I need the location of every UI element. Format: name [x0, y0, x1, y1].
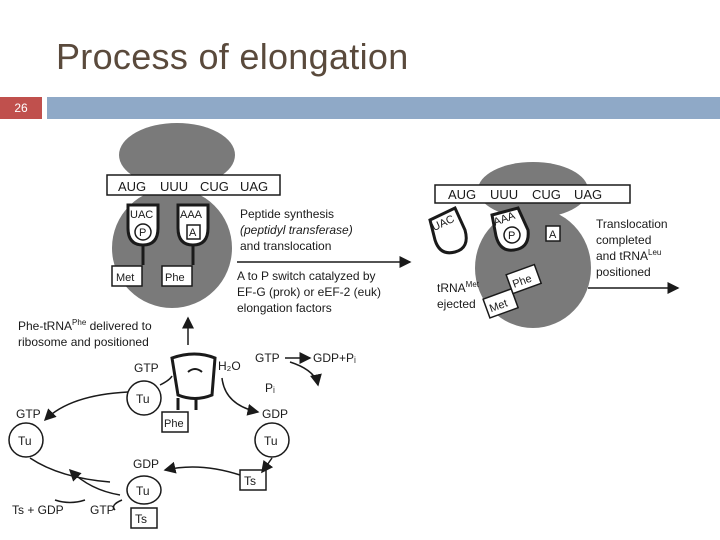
trna-ejected-label: tRNAMet ejected: [437, 280, 480, 311]
mrna-strip-left: [106, 174, 281, 196]
ribosome-left-small-subunit: [119, 123, 235, 187]
svg-text:elongation factors: elongation factors: [237, 301, 332, 315]
trna-phe-complex: [170, 352, 217, 400]
title-rule-bar: [47, 97, 720, 119]
gtp-hydrolysis-label: GTP: [255, 351, 280, 365]
svg-text:and tRNALeu: and tRNALeu: [596, 248, 661, 263]
ef-tu-bottom: [126, 475, 162, 505]
gtp-label-bottom: GTP: [90, 503, 115, 517]
aa-phe-cycle: Phe: [164, 418, 184, 430]
trna-ejected: [428, 205, 468, 255]
svg-text:positioned: positioned: [596, 265, 651, 279]
pi-label: Pᵢ: [265, 381, 275, 395]
codon-3: CUG: [200, 179, 229, 194]
slide-number: 26: [0, 97, 42, 119]
svg-text:completed: completed: [596, 233, 651, 247]
phe-trna-delivered-label: Phe-tRNAPhe delivered to ribosome and po…: [18, 318, 152, 349]
mrna-strip-right: [434, 184, 631, 204]
svg-text:UUU: UUU: [490, 187, 518, 202]
svg-text:ejected: ejected: [437, 297, 476, 311]
aa-phe-label: Phe: [165, 272, 185, 284]
svg-text:Ts: Ts: [244, 474, 256, 488]
ts-arrow: [163, 461, 241, 476]
cycle-arrow-top-left: [43, 391, 129, 422]
svg-text:ribosome and positioned: ribosome and positioned: [18, 335, 149, 349]
svg-text:Tu: Tu: [136, 392, 150, 406]
anticodon-uac: UAC: [130, 209, 153, 221]
elongation-diagram: AUG UUU CUG UAG UAC P Met AAA A Phe Pept…: [8, 123, 680, 529]
slide-title: Process of elongation: [56, 36, 409, 77]
gdp-label-right: GDP: [262, 407, 288, 421]
svg-text:(peptidyl transferase): (peptidyl transferase): [240, 223, 353, 237]
codon-4: UAG: [240, 179, 268, 194]
svg-text:Tu: Tu: [18, 434, 32, 448]
svg-text:A: A: [549, 229, 557, 241]
site-a-label: A: [189, 227, 197, 239]
svg-text:A to P switch catalyzed by: A to P switch catalyzed by: [237, 269, 376, 283]
gdp-label-bottom: GDP: [133, 457, 159, 471]
ef-tu-top: [126, 380, 162, 416]
svg-text:CUG: CUG: [532, 187, 561, 202]
svg-text:Tu: Tu: [264, 434, 278, 448]
svg-text:EF-G (prok) or eEF-2 (euk): EF-G (prok) or eEF-2 (euk): [237, 285, 381, 299]
cycle-arrow-gdp-exchange: [68, 468, 121, 496]
svg-text:Phe-tRNAPhe delivered to: Phe-tRNAPhe delivered to: [18, 318, 152, 333]
cycle-arrow-right-down: [261, 457, 274, 474]
codon-1: AUG: [118, 179, 146, 194]
codon-2: UUU: [160, 179, 188, 194]
switch-label: A to P switch catalyzed by EF-G (prok) o…: [237, 269, 381, 315]
anticodon-aaa: AAA: [180, 209, 203, 221]
svg-text:P: P: [508, 230, 515, 242]
svg-text:Tu: Tu: [136, 484, 150, 498]
peptide-synthesis-label: Peptide synthesis (peptidyl transferase)…: [240, 207, 353, 253]
ef-ts-bottom: [130, 507, 158, 529]
gtp-label-top: GTP: [134, 361, 159, 375]
svg-text:UAG: UAG: [574, 187, 602, 202]
cycle-arrow-bottom-left: [29, 457, 111, 483]
svg-text:Met: Met: [488, 297, 509, 315]
translocation-completed-label: Translocation completed and tRNALeu posi…: [596, 217, 668, 279]
svg-text:Translocation: Translocation: [596, 217, 668, 231]
ef-tu-right: [254, 422, 290, 458]
ribosome-left: AUG UUU CUG UAG UAC P Met AAA A Phe: [106, 123, 281, 308]
gtp-label-left: GTP: [16, 407, 41, 421]
h2o-label: H₂O: [218, 359, 241, 373]
ribosome-right: AUG UUU CUG UAG UAC AAA P A Met Phe: [428, 162, 631, 328]
svg-text:Ts: Ts: [135, 512, 147, 526]
svg-text:tRNAMet: tRNAMet: [437, 280, 480, 295]
site-p-label: P: [139, 227, 146, 239]
ef-ts-right: [239, 469, 267, 491]
gdp-pi-label: GDP+Pᵢ: [313, 351, 356, 365]
ts-gdp-label: Ts + GDP: [12, 503, 64, 517]
ef-tu-left: [8, 422, 44, 458]
svg-text:AUG: AUG: [448, 187, 476, 202]
svg-text:Peptide synthesis: Peptide synthesis: [240, 207, 334, 221]
aa-met-label: Met: [116, 272, 134, 284]
svg-text:and translocation: and translocation: [240, 239, 331, 253]
